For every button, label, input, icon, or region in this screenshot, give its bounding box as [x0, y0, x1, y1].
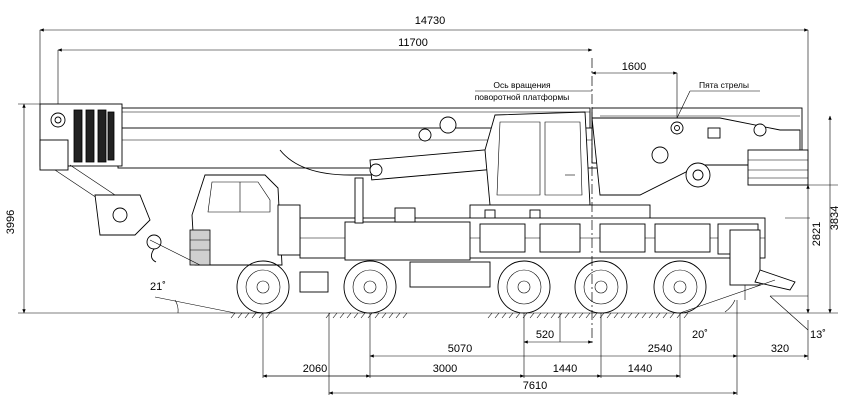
- dim-overall-length: 14730: [415, 15, 446, 27]
- ground-hatch-middle: [325, 312, 408, 319]
- hydraulic-pipe: [279, 149, 430, 176]
- counterweight: [747, 149, 809, 186]
- ground-hatch-front: [230, 312, 272, 319]
- ground-line: [18, 312, 838, 319]
- dim-boom-heel-height: 3834: [829, 206, 841, 230]
- angle-front: 21˚: [150, 281, 166, 293]
- dim-rotation-to-axle: 520: [536, 329, 554, 341]
- ground-hatch-rear: [487, 312, 689, 319]
- hook-block: [54, 164, 201, 266]
- dim-overall-height: 3996: [5, 210, 17, 234]
- dim-boom-length: 11700: [398, 37, 428, 49]
- wheel-4: [574, 260, 628, 314]
- dim-wheelbase-total: 7610: [523, 380, 547, 392]
- wheel-1: [236, 260, 290, 314]
- angle-lines: [154, 279, 809, 331]
- dim-axle-1-2: 3000: [433, 363, 457, 375]
- angle-rear: 20˚: [692, 329, 708, 341]
- dimension-arrows: [22, 28, 832, 395]
- angle-rear-outrigger: 13˚: [810, 329, 826, 341]
- boom-head: [39, 103, 123, 171]
- pulley: [439, 116, 457, 134]
- dim-rotation-offset: 1600: [622, 61, 646, 73]
- label-rotation-axis-line1: Ось вращения: [493, 80, 551, 90]
- dim-front-to-rotation: 5070: [448, 343, 472, 355]
- boom-heel-structure: [591, 117, 801, 196]
- extension-lines: [18, 30, 838, 395]
- chassis-frame: [299, 207, 766, 293]
- dim-platform-height: 2821: [811, 222, 823, 246]
- dim-front-overhang: 2060: [303, 363, 327, 375]
- label-boom-heel: Пята стрелы: [699, 80, 749, 90]
- telescopic-boom: [39, 103, 809, 196]
- dim-rear-to-outrigger: 2540: [648, 343, 672, 355]
- dim-axle-3-4: 1440: [628, 363, 652, 375]
- wheel-2: [343, 260, 397, 314]
- wheel-3: [497, 260, 551, 314]
- truck-cabin: [189, 174, 364, 266]
- label-rotation-axis-line2: поворотной платформы: [475, 92, 570, 102]
- dim-axle-2-3: 1440: [553, 363, 577, 375]
- dim-rear-tail: 320: [771, 343, 789, 355]
- wheel-5: [653, 260, 707, 314]
- crane-operator-cab: [484, 111, 591, 206]
- lift-cylinder: [369, 148, 502, 181]
